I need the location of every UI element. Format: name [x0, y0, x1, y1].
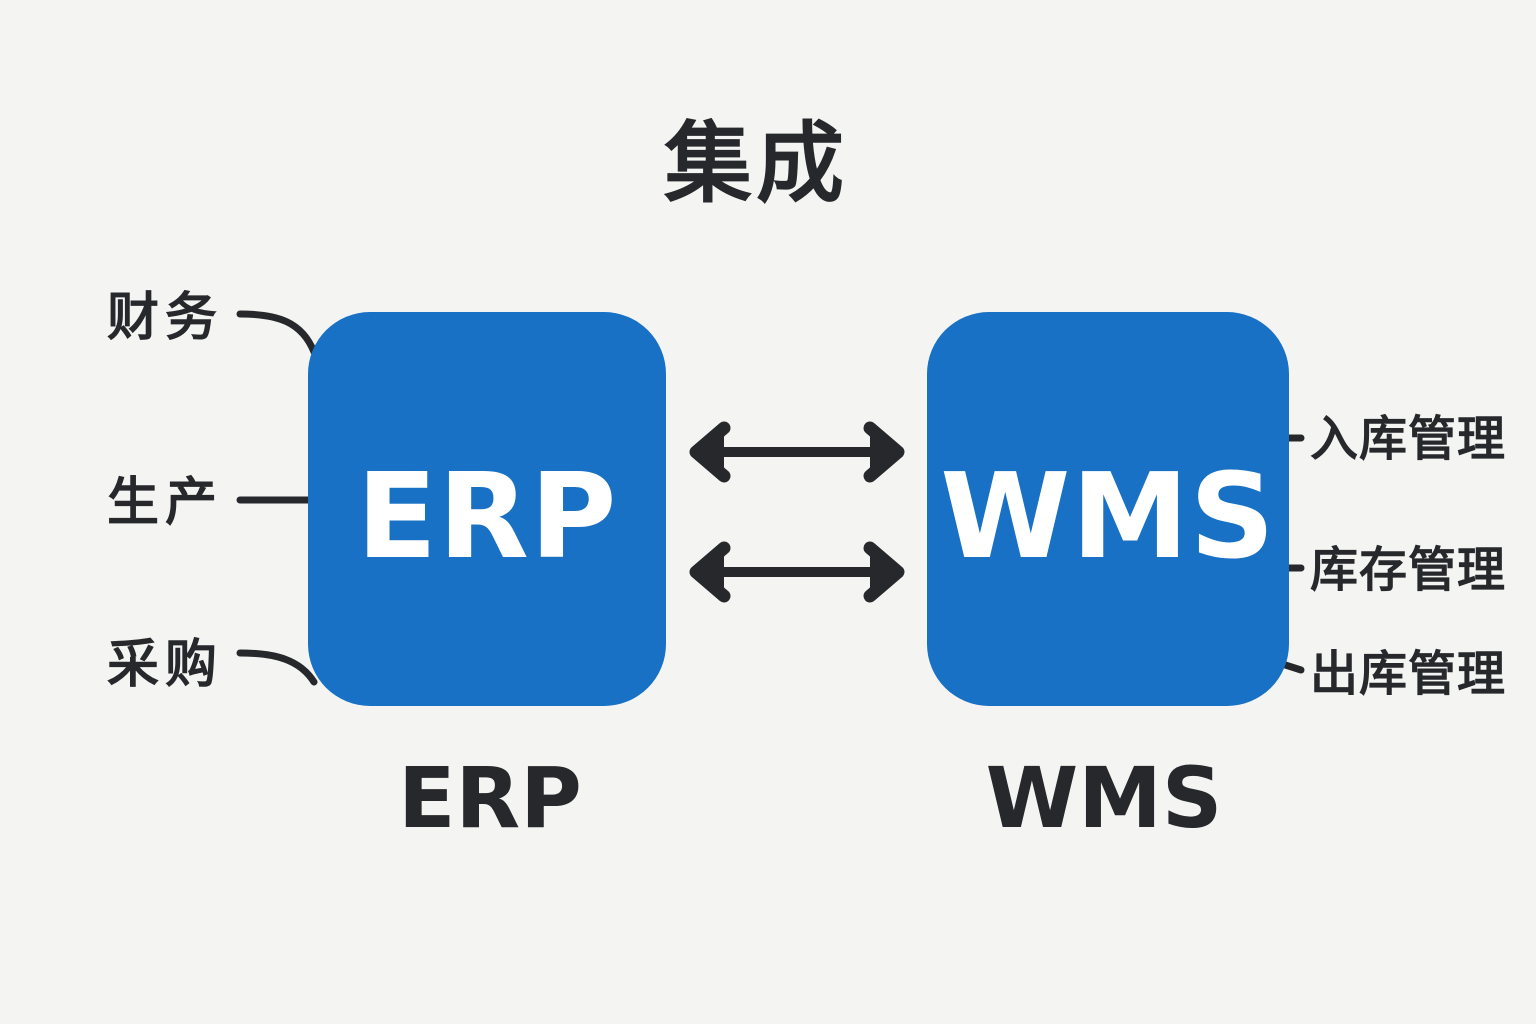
wms-node-label: WMS — [940, 447, 1276, 585]
label-inbound-management: 入库管理 — [1310, 411, 1507, 467]
label-inventory-management: 库存管理 — [1310, 542, 1507, 598]
wms-caption: WMS — [985, 749, 1223, 847]
label-procurement: 采购 — [107, 635, 224, 695]
erp-node-label: ERP — [356, 447, 618, 585]
erp-caption: ERP — [398, 749, 582, 847]
connector-finance-line — [236, 310, 318, 356]
connector-procurement-line — [236, 649, 318, 686]
arrow-head-right-icon — [863, 541, 905, 603]
wms-node: WMS — [927, 312, 1289, 706]
arrow-head-left-icon — [689, 421, 731, 483]
arrow-head-left-icon — [689, 541, 731, 603]
label-production: 生产 — [107, 473, 224, 533]
bidirectional-arrow-top-icon — [689, 421, 905, 483]
erp-node: ERP — [308, 312, 666, 706]
arrow-head-right-icon — [863, 421, 905, 483]
label-outbound-management: 出库管理 — [1310, 646, 1507, 702]
bidirectional-arrow-bottom-icon — [689, 541, 905, 603]
label-finance: 财务 — [107, 288, 224, 348]
diagram-title: 集成 — [663, 112, 849, 215]
